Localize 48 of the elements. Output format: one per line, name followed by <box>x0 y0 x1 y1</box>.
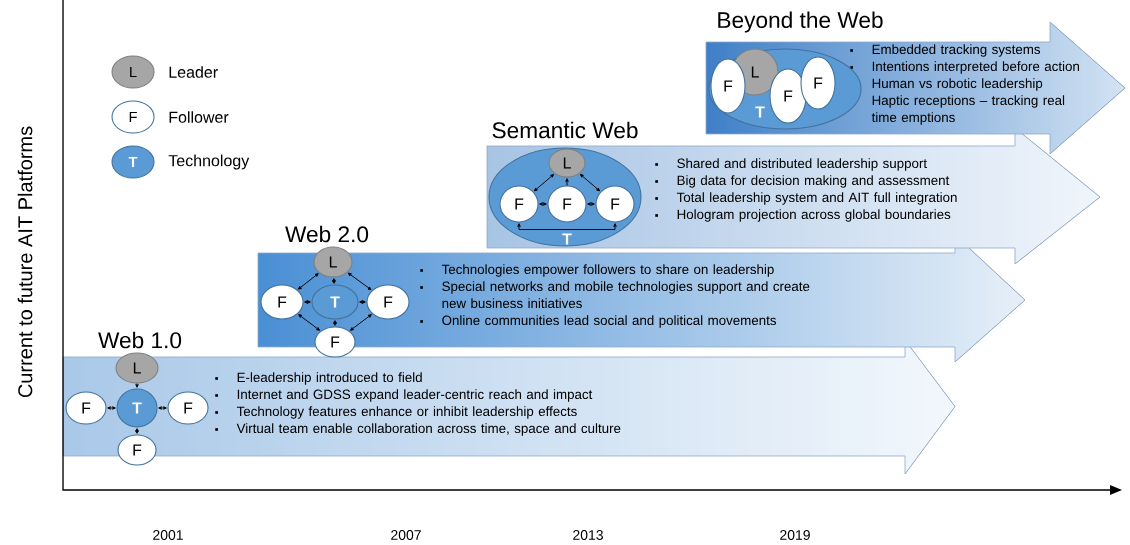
node-label: Internet and GDSS expand leader-centric reach and impact <box>237 389 593 402</box>
node-label: Human vs robotic leadership <box>872 78 1043 91</box>
band-title: Semantic Web <box>492 121 638 139</box>
arrow <box>579 174 601 192</box>
year-label: 2013 <box>573 530 603 540</box>
legend-label: Technology <box>168 154 250 170</box>
node-label: Virtual team enable collaboration across time, space and culture <box>236 423 621 436</box>
arrow <box>587 202 595 206</box>
arrow <box>359 300 366 304</box>
arrow <box>332 278 336 284</box>
node-label: Haptic receptions – tracking real time emptions <box>871 95 1065 125</box>
arrow <box>333 320 337 326</box>
arrow <box>350 314 372 331</box>
arrow <box>539 202 547 206</box>
legend-letter: F <box>129 111 137 123</box>
node-label: Total leadership system and AIT full integration <box>676 192 957 205</box>
axis-label: Current to future AIT Platforms <box>17 126 33 398</box>
band-title: Web 2.0 <box>285 225 369 243</box>
year-label: 2001 <box>153 530 183 540</box>
bullet-list: Technologies empower followers to share on leadership Special networks and mobile technologies support and create new business initiatives Online communities lead social and political movements <box>420 264 810 328</box>
arrow <box>298 314 321 331</box>
arrow <box>533 174 555 192</box>
arrow <box>304 300 311 304</box>
node-label: E-leadership introduced to field <box>237 372 422 385</box>
legend-letter: T <box>128 156 138 168</box>
node-label: Shared and distributed leadership support <box>677 158 927 171</box>
arrow <box>107 406 116 410</box>
bullet-list: E-leadership introduced to field Internet and GDSS expand leader-centric reach and impact Technology features enhance or inhibit leadership effects Virtual team enable collaboration across time, space and culture <box>215 372 621 436</box>
node-label: Intentions interpreted before action <box>872 61 1079 74</box>
year-label: 2019 <box>780 530 810 540</box>
arrow <box>297 273 319 290</box>
year-label: 2007 <box>391 530 421 540</box>
legend-letter: L <box>130 66 137 78</box>
node-label: Big data for decision making and assessment <box>677 175 950 188</box>
arrow <box>517 223 617 230</box>
bullet-list: Shared and distributed leadership support Big data for decision making and assessment Total leadership system and AIT full integration Hologram projection across global boundaries <box>655 158 957 222</box>
arrow <box>565 178 569 186</box>
band-title: Web 1.0 <box>98 331 182 349</box>
band-title: Beyond the Web <box>718 11 883 33</box>
arrow <box>135 383 139 388</box>
node-label: Embedded tracking systems <box>872 44 1041 57</box>
legend-label: Leader <box>169 66 218 78</box>
arrow <box>347 272 372 291</box>
legend-label: Follower <box>169 111 229 123</box>
arrow <box>158 406 167 410</box>
node-label: Technology features enhance or inhibit leadership effects <box>236 406 577 419</box>
node-label: Hologram projection across global boundaries <box>677 209 951 222</box>
arrow <box>135 428 139 434</box>
